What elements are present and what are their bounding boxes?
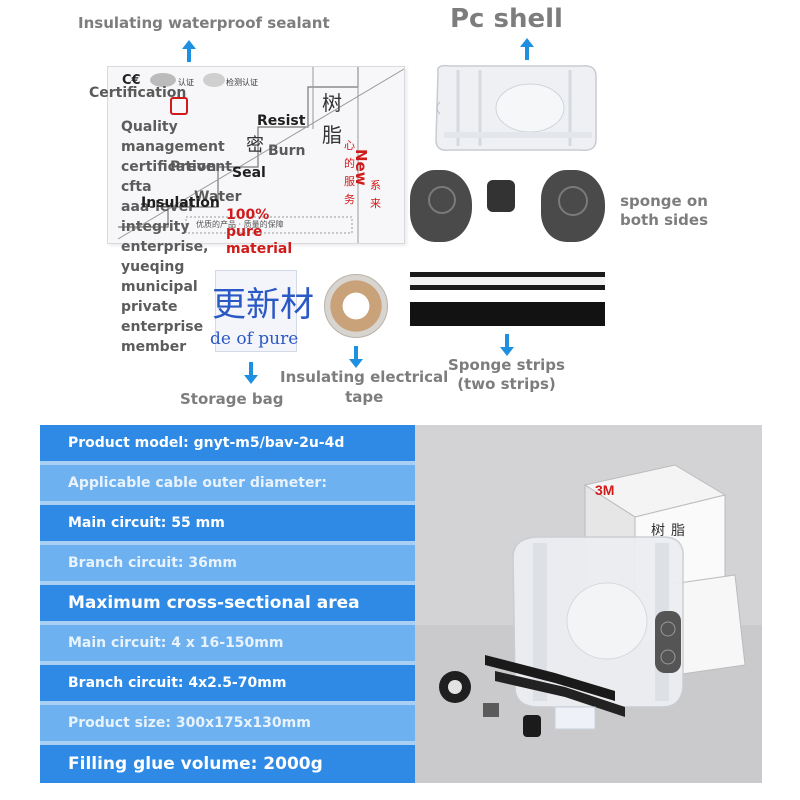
bag-text-large: 更新材 [212, 285, 314, 325]
spec-row-main-circuit: Main circuit: 55 mm [40, 505, 415, 541]
spec-row-branch-circuit: Branch circuit: 36mm [40, 545, 415, 581]
sealant-box: C€ 认证 检测认证 Certification Quality managem… [89, 66, 405, 355]
burn-text: Burn [268, 143, 306, 159]
pure-material-text: 100% pure material [226, 207, 293, 257]
sealant-arrow-icon [182, 40, 196, 62]
sponge-right-ring-icon [558, 186, 588, 216]
electrical-tape-image [324, 274, 388, 338]
resist-text: Resist [257, 113, 306, 129]
pc-shell-image [430, 62, 600, 154]
sponge-strips-label: Sponge strips (two strips) [448, 356, 565, 393]
cert-logo-2-label: 检测认证 [226, 78, 258, 87]
certification-text: Certification [89, 85, 187, 101]
cn-series-text: 系 来 [370, 179, 381, 210]
storage-bag-arrow-icon [244, 362, 258, 384]
box-diagonal-lines [117, 67, 405, 243]
quality-text: Quality management certification cfta aa… [121, 119, 225, 355]
shield-logo-icon [170, 97, 188, 115]
ce-logo-icon: C€ [122, 73, 141, 88]
prevent-text: Prevent [170, 159, 232, 175]
cert-logo-2-icon [203, 73, 225, 87]
insulation-text: Insulation [141, 195, 220, 211]
sponge-strip-bottom-icon [410, 302, 605, 326]
storage-bag-label: Storage bag [180, 390, 284, 408]
cert-logo-label: 认证 [178, 78, 194, 87]
spec-panel: Product model: gnyt-m5/bav-2u-4d Applica… [40, 425, 415, 783]
product-photo: 3M 树 脂 密 [415, 425, 762, 783]
spec-row-branch-area: Branch circuit: 4x2.5-70mm [40, 665, 415, 701]
storage-bag-image: 更新材 de of pure [210, 270, 314, 352]
sealant-label: Insulating waterproof sealant [78, 14, 330, 32]
water-text: Water [194, 189, 242, 205]
cn-service-text: 心 的 服 务 [344, 139, 355, 206]
bag-text-small: de of pure [210, 329, 299, 349]
sponge-left-ring-icon [428, 186, 456, 214]
cn-resin-text: 树 脂 [322, 91, 342, 147]
cert-logo-icon [150, 73, 176, 87]
sponge-sides-label: sponge on both sides [620, 192, 709, 229]
svg-text:树: 树 [651, 523, 665, 539]
seal-text: Seal [232, 165, 266, 181]
sponge-small-block-icon [487, 180, 515, 212]
spec-row-size: Product size: 300x175x130mm [40, 705, 415, 741]
spec-row-max-area: Maximum cross-sectional area [40, 585, 415, 621]
pc-shell-label: Pc shell [450, 4, 563, 34]
tape-arrow-icon [349, 346, 363, 368]
spec-row-glue-volume: Filling glue volume: 2000g [40, 745, 415, 783]
product-photo-illustration: 3M 树 脂 密 [415, 425, 762, 783]
cn-seal-text: 密 [246, 135, 264, 156]
cn-footer-text: 优质的产品 · 质量的保障 [196, 220, 284, 229]
spec-row-model: Product model: gnyt-m5/bav-2u-4d [40, 425, 415, 461]
spec-row-cable-diameter: Applicable cable outer diameter: [40, 465, 415, 501]
svg-text:脂: 脂 [671, 523, 685, 539]
svg-text:3M: 3M [595, 482, 614, 498]
sponge-strip-top-icon [410, 272, 605, 290]
spec-row-main-area: Main circuit: 4 x 16-150mm [40, 625, 415, 661]
sponge-strips-arrow-icon [500, 334, 514, 356]
pc-shell-arrow-icon [520, 38, 534, 60]
tape-label: Insulating electrical tape [280, 368, 449, 406]
